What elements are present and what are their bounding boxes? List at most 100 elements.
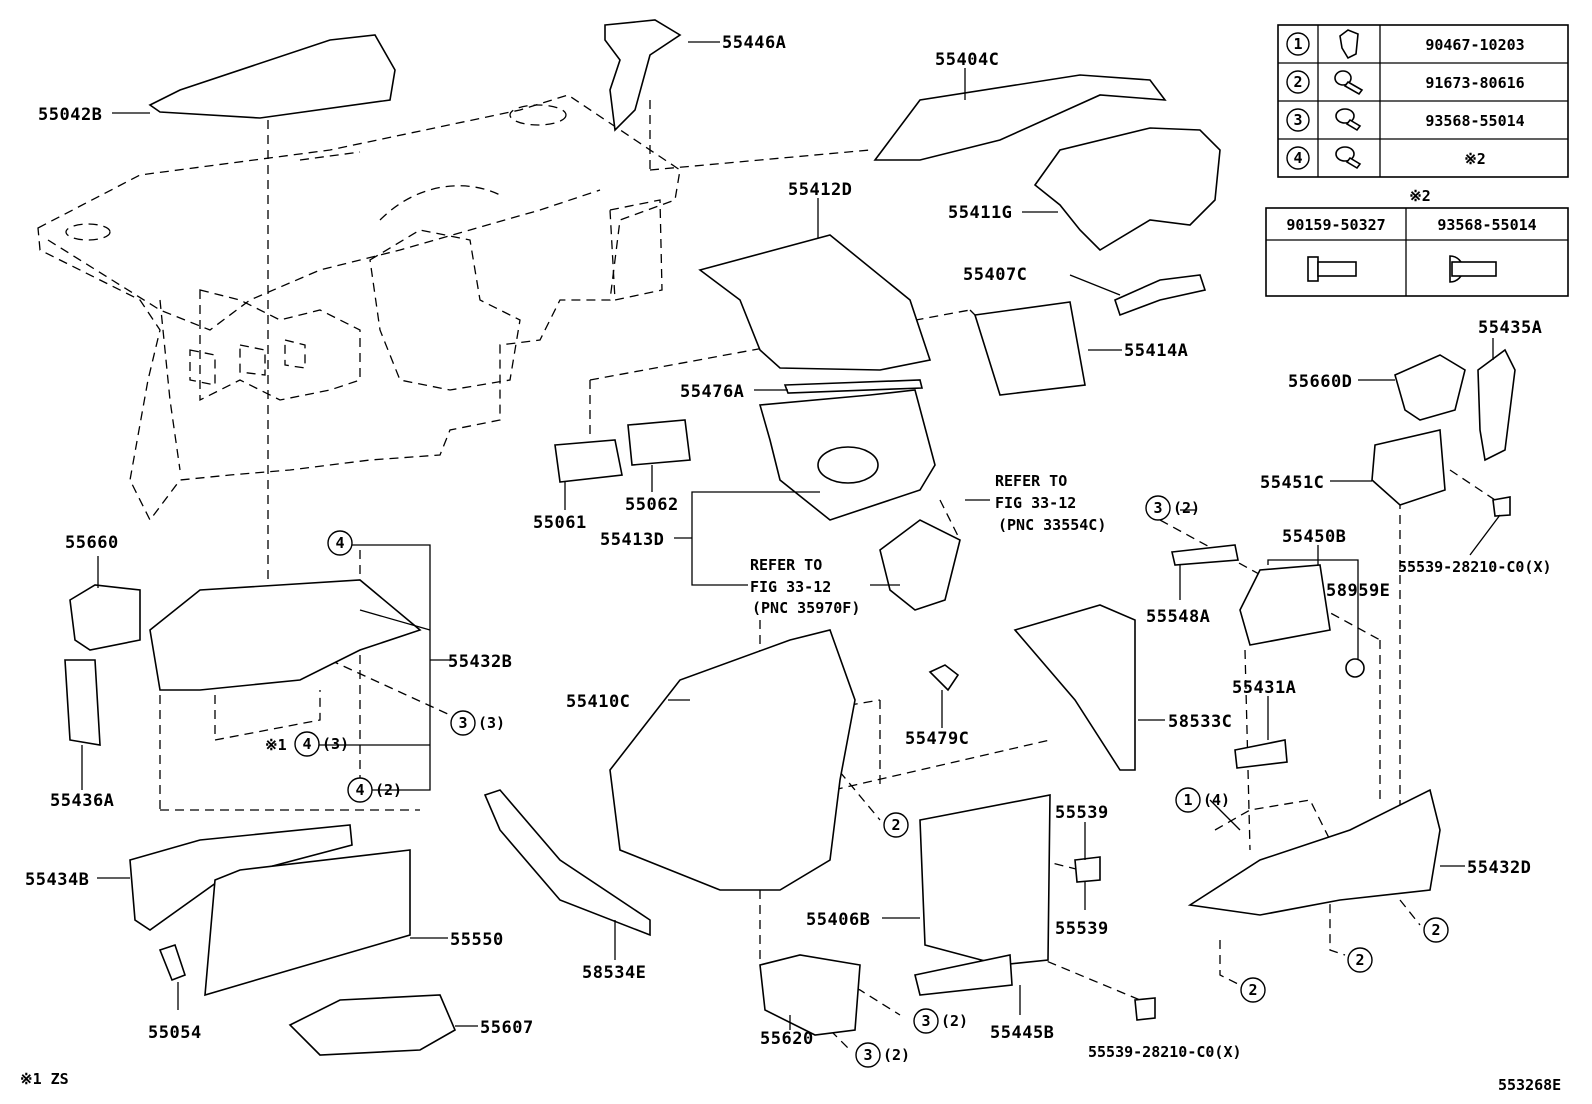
side-panel-shape [1013,604,1136,771]
clip-shape [928,664,960,692]
lower-trim-shape [914,954,1013,996]
screw-icon [1335,108,1362,132]
part-shapes [64,19,1516,1056]
cluster-trim-shape [1114,274,1207,317]
console-body-shape [609,629,856,891]
part-label-55431A: 55431A [1232,678,1296,698]
refer-note-line: FIG 33-12 [995,494,1076,512]
part-label-55539: 55539 [1055,919,1109,939]
callout-qty: (2) [941,1012,968,1030]
part-label-55476A: 55476A [680,382,744,402]
note-2-title: ※2 [1409,187,1431,205]
footnote: ※1 ZS [20,1070,69,1088]
switch-bracket-shape [1234,739,1288,769]
instrument-panel-outline [37,94,681,522]
side-vent-right-shape [1394,354,1466,421]
refer-note-line: (PNC 35970F) [752,599,860,617]
callout-number: 3 [921,1012,930,1030]
leader-lines [81,41,1501,1030]
fastener-part-number: 90467-10203 [1425,36,1524,54]
part-label-55414A: 55414A [1124,341,1188,361]
part-label-55404C: 55404C [935,50,999,70]
screw-icon [1335,146,1362,170]
fastener-callouts: 4 3 (3) ※1 4 (3) 4 (2) 3 (2) 2 1 (4) 2 2… [265,495,1449,1068]
fastener-row: 1 90467-10203 [1286,29,1525,60]
part-label-55054: 55054 [148,1023,202,1043]
fastener-no: 3 [1293,111,1302,129]
refer-note-line: FIG 33-12 [750,578,831,596]
footnote-mark: ※1 [265,736,287,754]
fastener-part-number: 91673-80616 [1425,74,1524,92]
refer-notes: REFER TO FIG 33-12 (PNC 33554C) REFER TO… [750,472,1106,617]
glove-box-shape [204,849,411,997]
part-label-55061: 55061 [533,513,587,533]
fastener-row: 2 91673-80616 [1286,70,1525,96]
callout-qty: (2) [375,781,402,799]
callout-qty: (3) [478,714,505,732]
lower-dash-panel-shape [1187,788,1441,916]
fastener-row: 4 ※2 [1286,146,1486,170]
part-label-55539: 55539 [1055,803,1109,823]
callout-number: 2 [1355,951,1364,969]
part-label-55432D: 55432D [1467,858,1531,878]
damper-shape [158,943,187,982]
part-label-55548A: 55548A [1146,607,1210,627]
callout-number: 2 [1431,921,1440,939]
callout-qty: (2) [883,1046,910,1064]
callout-number: 1 [1183,791,1192,809]
callout-number: 4 [302,735,311,753]
cup-holder-shape [1239,564,1331,646]
callout-number: 3 [1153,499,1162,517]
flange-bolt-icon [1307,256,1357,282]
fastener-table: 1 90467-10203 2 91673-80616 3 93568-5501… [1265,24,1569,297]
part-label-55432B: 55432B [448,652,512,672]
part-labels: 55042B 55446A 55404C 55412D 55411G 55407… [25,33,1552,1061]
part-label-55406B: 55406B [806,910,870,930]
part-label-58959E: 58959E [1326,581,1390,601]
glove-liner-shape [288,994,457,1056]
callout-number: 4 [335,534,344,552]
fastener-part-number: ※2 [1464,150,1486,168]
part-label-58533C: 58533C [1168,712,1232,732]
switch-unit-shape [1074,856,1101,883]
fastener-no: 1 [1293,35,1302,53]
refer-note-line: (PNC 33554C) [998,516,1106,534]
bolt-icon [1334,70,1364,96]
refer-note-line: REFER TO [995,472,1067,490]
vent-right-shape [627,419,691,466]
shift-assembly-shape [879,519,961,611]
callout-number: 2 [891,816,900,834]
callout-number: 2 [1248,981,1257,999]
callout-qty: (2) [1173,499,1200,517]
part-label-55434B: 55434B [25,870,89,890]
part-label-55042B: 55042B [38,105,102,125]
part-label-55479C: 55479C [905,729,969,749]
callout-number: 3 [863,1046,872,1064]
note-2-part-a: 90159-50327 [1286,216,1385,234]
switch-bezel-shape [919,794,1051,966]
note-2-part-b: 93568-55014 [1437,216,1536,234]
switch-panel-shape [1371,429,1446,506]
fastener-no: 4 [1293,149,1302,167]
defroster-nozzle-shape [148,34,396,119]
part-label-55411G: 55411G [948,203,1012,223]
refer-note-line: REFER TO [750,556,822,574]
box-shape [759,954,861,1036]
part-label-55413D: 55413D [600,530,664,550]
meter-hood-shape [873,74,1167,161]
callout-qty: (3) [322,735,349,753]
part-label-55660: 55660 [65,533,119,553]
switch-shape [1492,496,1511,517]
fastener-no: 2 [1293,73,1302,91]
knee-trim-shape [64,659,101,746]
part-label-55550: 55550 [450,930,504,950]
part-label-55410C: 55410C [566,692,630,712]
glove-trim-shape [129,824,353,931]
fastener-part-number: 93568-55014 [1425,112,1524,130]
clip-icon [1339,29,1359,60]
part-label-55446A: 55446A [722,33,786,53]
callout-qty: (4) [1203,791,1230,809]
lower-panel-shape [149,579,422,691]
part-label-55450B: 55450B [1282,527,1346,547]
display-bezel-shape [973,301,1086,396]
